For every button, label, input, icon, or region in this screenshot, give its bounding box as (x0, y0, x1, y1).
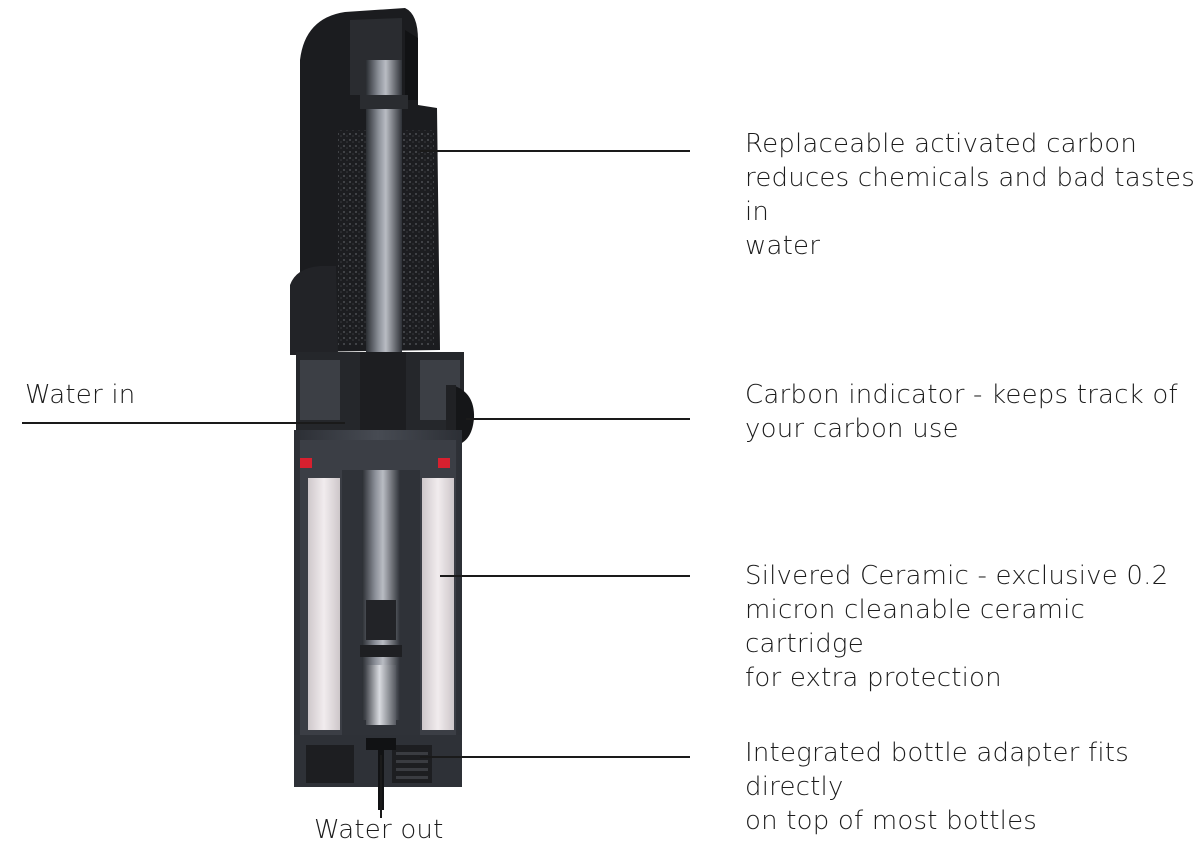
label-carbon-indicator: Carbon indicator - keeps track of your c… (745, 380, 1178, 444)
label-bottle-adapter: Integrated bottle adapter fits directly … (745, 738, 1129, 836)
carbon-block-left (338, 130, 366, 345)
label-silvered-ceramic: Silvered Ceramic - exclusive 0.2 micron … (745, 561, 1169, 693)
bottle-adapter (294, 735, 462, 810)
seal-left (300, 458, 312, 468)
label-activated-carbon: Replaceable activated carbon reduces che… (745, 129, 1195, 261)
lower-stem (360, 470, 402, 725)
ceramic-wall-left (308, 478, 340, 730)
label-water-in: Water in (25, 380, 136, 410)
seal-right (438, 458, 450, 468)
upper-stem (366, 60, 402, 390)
label-water-out: Water out (314, 815, 444, 845)
ceramic-wall-right (422, 478, 454, 730)
carbon-block-right (402, 130, 434, 345)
